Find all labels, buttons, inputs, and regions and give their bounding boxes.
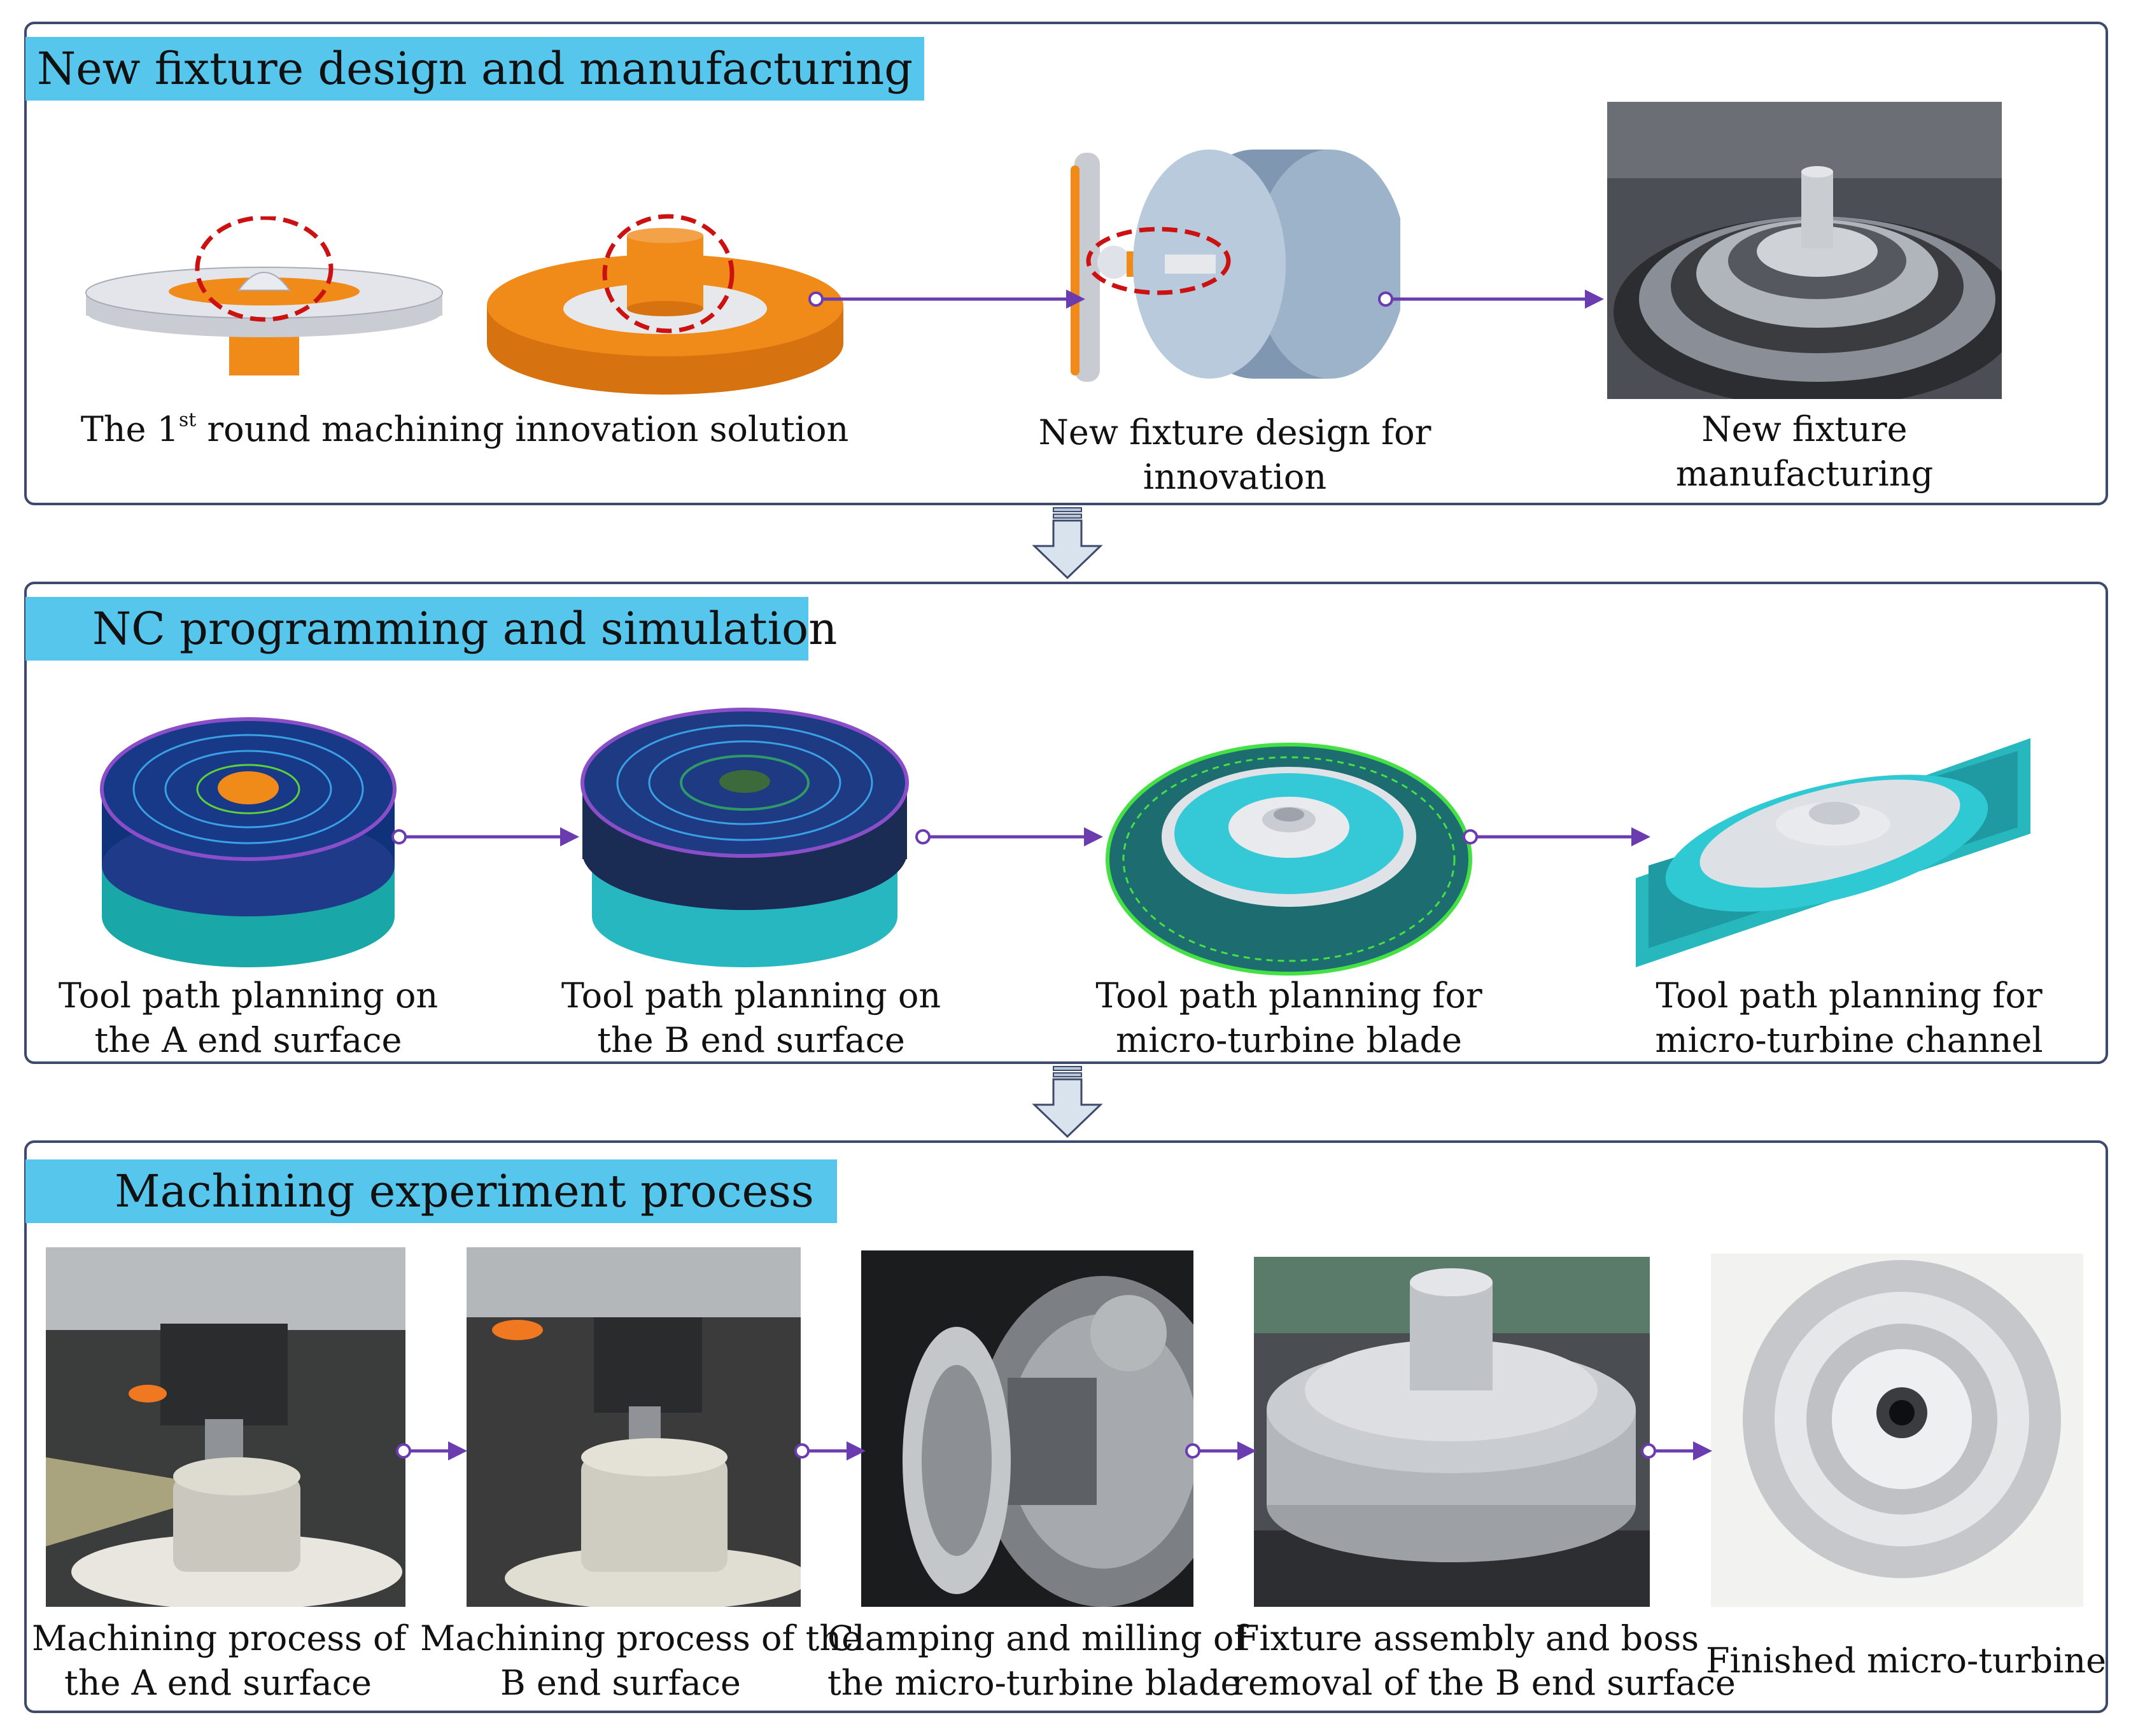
- toolpath-channel-model: [1636, 738, 2030, 967]
- flow-arrow: [808, 283, 1088, 315]
- flow-arrow: [391, 821, 582, 853]
- flow-arrow: [1185, 1435, 1258, 1467]
- panel-title-machining: Machining experiment process: [25, 1159, 837, 1223]
- flow-arrow: [915, 821, 1106, 853]
- panel-title-fixture: New fixture design and manufacturing: [25, 37, 925, 101]
- toolpath-b-end-model: [576, 700, 920, 974]
- fixture-disc-model-1: [83, 216, 452, 395]
- flow-arrow: [794, 1435, 868, 1467]
- flow-arrow: [396, 1435, 469, 1467]
- fixture-disc-model-2: [484, 204, 853, 407]
- down-arrow: [1029, 507, 1106, 583]
- fixture-manufacturing-photo: [1607, 102, 2002, 399]
- fixture-design-model: [1063, 140, 1400, 395]
- machining-b-end-photo: [467, 1247, 801, 1607]
- flow-arrow: [1641, 1435, 1714, 1467]
- toolpath-a-end-model: [92, 706, 404, 974]
- flow-arrow: [1378, 283, 1607, 315]
- finished-turbine-photo: [1711, 1254, 2083, 1607]
- panel-title-nc: NC programming and simulation: [25, 597, 837, 661]
- flow-arrow: [1463, 821, 1654, 853]
- fixture-assembly-photo: [1254, 1257, 1650, 1607]
- down-arrow: [1029, 1065, 1106, 1142]
- clamping-milling-photo: [861, 1250, 1193, 1607]
- machining-a-end-photo: [46, 1247, 405, 1607]
- caption-finished-turbine: Finished micro-turbine: [1706, 1641, 2107, 1681]
- caption-first-round-solution: The 1st round machining innovation solut…: [80, 409, 849, 449]
- toolpath-blade-model: [1104, 732, 1473, 980]
